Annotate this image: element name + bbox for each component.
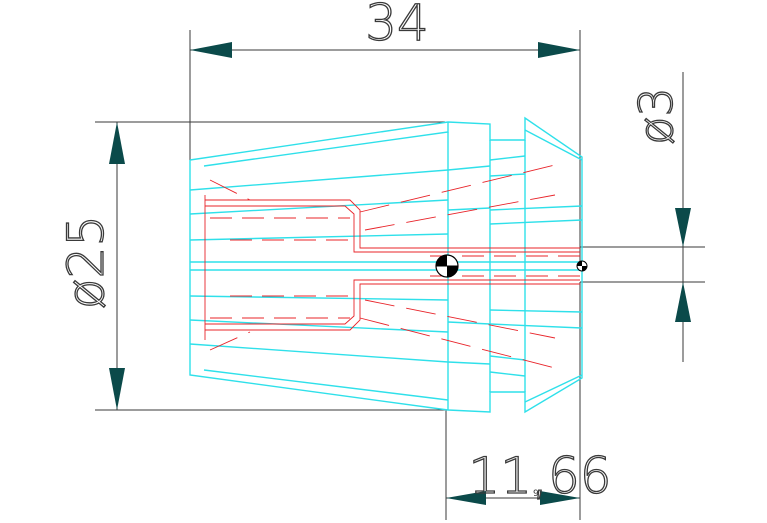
offset-arrow-right <box>540 491 580 505</box>
outer-diameter-label: ø25 <box>57 215 115 309</box>
length-dimension-label: 34 <box>365 0 429 52</box>
bore-diameter-dimension: ø3 <box>580 72 705 362</box>
center-marker <box>435 254 459 278</box>
bore-diameter-arrow-top <box>675 208 691 247</box>
offset-arrow-left <box>446 491 486 505</box>
bore-diameter-label: ø3 <box>629 87 683 144</box>
offset-dimension-label: 11,66 <box>468 447 611 505</box>
length-arrow-left <box>190 42 232 58</box>
length-dimension: 34 <box>189 0 581 270</box>
outer-diameter-dimension: ø25 <box>56 121 445 411</box>
bore-diameter-arrow-bottom <box>675 282 691 322</box>
collet-outline <box>189 116 583 414</box>
tip-marker <box>576 260 588 272</box>
outer-diameter-arrow-bottom <box>109 368 125 410</box>
length-arrow-right <box>538 42 580 58</box>
offset-dimension: 11,66 9 <box>445 282 612 520</box>
offset-mark-label: 9 <box>533 489 539 499</box>
hidden-lines <box>204 164 580 369</box>
outer-diameter-arrow-top <box>109 122 125 164</box>
